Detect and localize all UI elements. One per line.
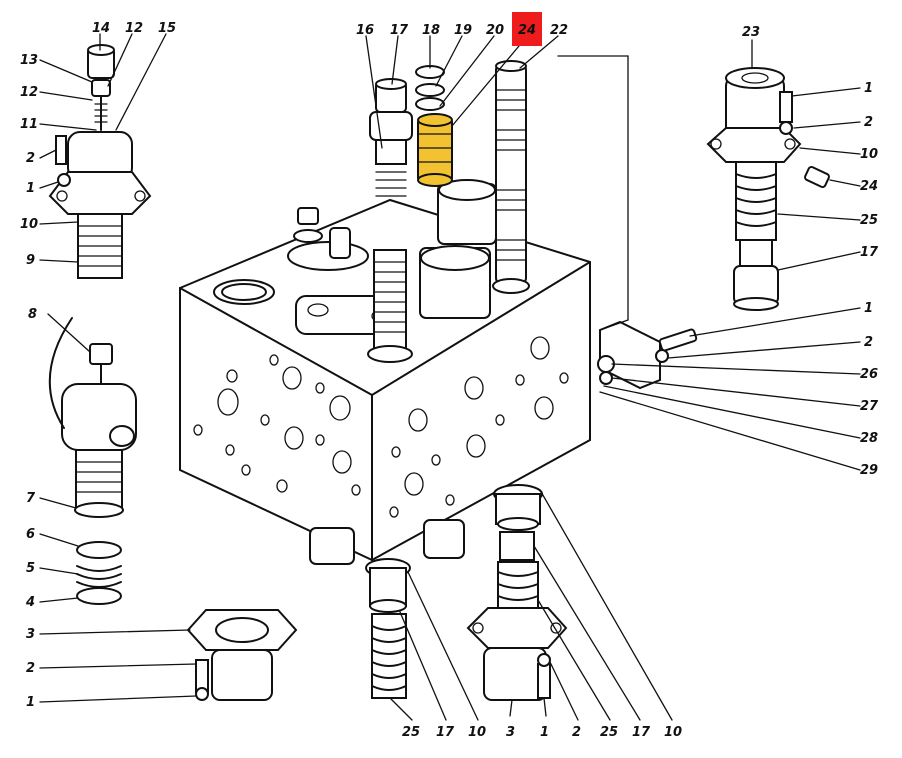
callout: 17 xyxy=(390,23,409,38)
callout: 2 xyxy=(864,335,873,350)
callout: 29 xyxy=(860,463,878,478)
callout: 1 xyxy=(26,695,35,710)
callout: 23 xyxy=(742,25,760,40)
callout: 25 xyxy=(860,213,878,228)
callout: 20 xyxy=(486,23,504,38)
callout: 12 xyxy=(125,21,143,36)
callout: 3 xyxy=(506,725,515,740)
callout: 2 xyxy=(26,151,35,166)
callout: 10 xyxy=(860,147,878,162)
highlighted-part-24 xyxy=(417,113,453,187)
callout: 17 xyxy=(436,725,455,740)
callout: 7 xyxy=(26,491,36,506)
callout: 10 xyxy=(468,725,486,740)
callout: 4 xyxy=(25,595,35,610)
callout: 14 xyxy=(92,21,110,36)
callout: 22 xyxy=(550,23,568,38)
callout-highlighted: 24 xyxy=(518,23,536,38)
callout-labels: 14 12 15 13 12 11 2 1 10 9 8 7 6 5 4 3 2… xyxy=(20,21,879,740)
callout: 8 xyxy=(28,307,37,322)
callout: 17 xyxy=(860,245,879,260)
callout: 1 xyxy=(540,725,549,740)
callout: 25 xyxy=(600,725,618,740)
bottom-right-assembly xyxy=(466,484,568,701)
callout: 12 xyxy=(20,85,38,100)
callout: 3 xyxy=(26,627,35,642)
leader-lines xyxy=(39,33,861,721)
callout: 11 xyxy=(20,117,38,132)
callout: 2 xyxy=(572,725,581,740)
callout: 19 xyxy=(454,23,472,38)
callout: 2 xyxy=(26,661,35,676)
callout: 2 xyxy=(864,115,873,130)
callout: 10 xyxy=(664,725,682,740)
left-top-assembly xyxy=(48,44,152,279)
callout: 1 xyxy=(26,181,35,196)
callout: 25 xyxy=(402,725,420,740)
highlight-badge xyxy=(512,12,542,46)
bottom-center-assembly xyxy=(309,519,465,699)
callout: 5 xyxy=(26,561,35,576)
callout: 1 xyxy=(864,301,873,316)
right-top-assembly xyxy=(706,67,830,311)
callout: 16 xyxy=(356,23,374,38)
callout: 24 xyxy=(860,179,878,194)
bottom-left-flange xyxy=(186,609,298,701)
callout: 10 xyxy=(20,217,38,232)
callout: 27 xyxy=(860,399,879,414)
callout: 9 xyxy=(26,253,35,268)
callout: 13 xyxy=(20,53,38,68)
callout: 6 xyxy=(26,527,35,542)
callout: 18 xyxy=(422,23,440,38)
callout: 17 xyxy=(632,725,651,740)
callout: 1 xyxy=(864,81,873,96)
left-middle-assembly xyxy=(48,317,137,605)
callout: 28 xyxy=(860,431,878,446)
callout: 26 xyxy=(860,367,878,382)
callout: 15 xyxy=(158,21,176,36)
valve-block xyxy=(179,179,591,562)
